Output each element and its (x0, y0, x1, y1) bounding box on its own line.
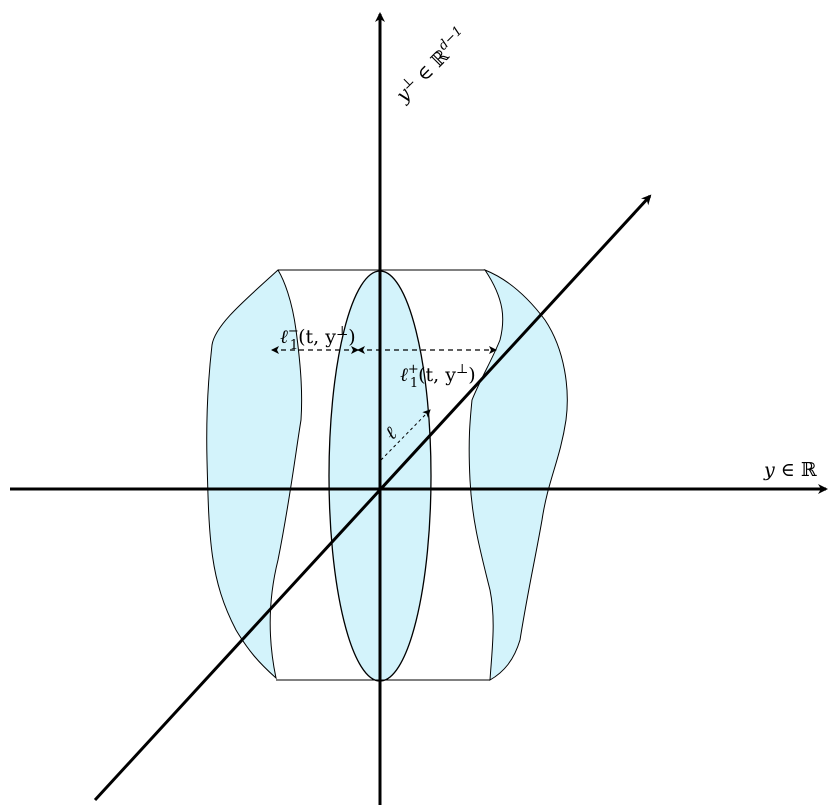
left-shaded-region (206, 269, 303, 680)
right-shaded-region (468, 268, 568, 681)
y-axis-label: y ∈ ℝ (763, 459, 817, 481)
y-perp-axis-label: y⊥ ∈ ℝd−1 (389, 24, 473, 108)
ell-plus-label: ℓ+1(t, y⊥) (400, 362, 476, 391)
diagonal-axis (93, 194, 652, 802)
ell-minus-label: ℓ−1(t, y⊥) (280, 324, 356, 353)
